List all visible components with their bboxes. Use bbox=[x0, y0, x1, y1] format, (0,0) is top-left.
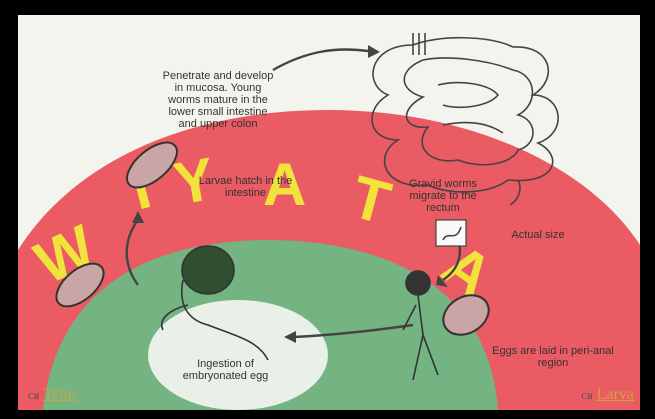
child-figure bbox=[161, 245, 269, 361]
label-actual-size: Actual size bbox=[511, 229, 565, 241]
lifecycle-diagram: W I Y A T A bbox=[18, 33, 640, 410]
arrow-heads bbox=[132, 45, 448, 343]
perianal-egg bbox=[442, 294, 490, 336]
worm-icon bbox=[442, 226, 462, 241]
watermark-letter-a: A bbox=[263, 151, 306, 218]
intestine-illustration bbox=[371, 33, 559, 206]
label-larvae-hatch: Larvae hatch in the intestine bbox=[198, 175, 293, 199]
standing-child-figure bbox=[402, 270, 439, 381]
larvae-egg bbox=[126, 141, 178, 189]
label-gravid-worms: Gravid worms migrate to the rectum bbox=[409, 178, 477, 214]
bullet-icon: ᴄᴚ bbox=[28, 388, 40, 402]
label-ingestion: Ingestion of embryonated egg bbox=[182, 358, 269, 382]
label-eggs-laid: Eggs are laid in peri-anal region bbox=[492, 345, 614, 369]
slide: W I Y A T A bbox=[18, 15, 640, 410]
egg-illustrations bbox=[55, 141, 490, 336]
telur-link[interactable]: Telur bbox=[43, 386, 77, 403]
actual-size-box bbox=[435, 219, 467, 247]
ingested-egg bbox=[55, 262, 105, 308]
label-penetrate: Penetrate and develop in mucosa. Young w… bbox=[162, 70, 274, 130]
bullet-icon: ᴄᴚ bbox=[581, 388, 593, 402]
larva-link[interactable]: Larva bbox=[596, 386, 634, 403]
center-oval bbox=[148, 300, 328, 410]
